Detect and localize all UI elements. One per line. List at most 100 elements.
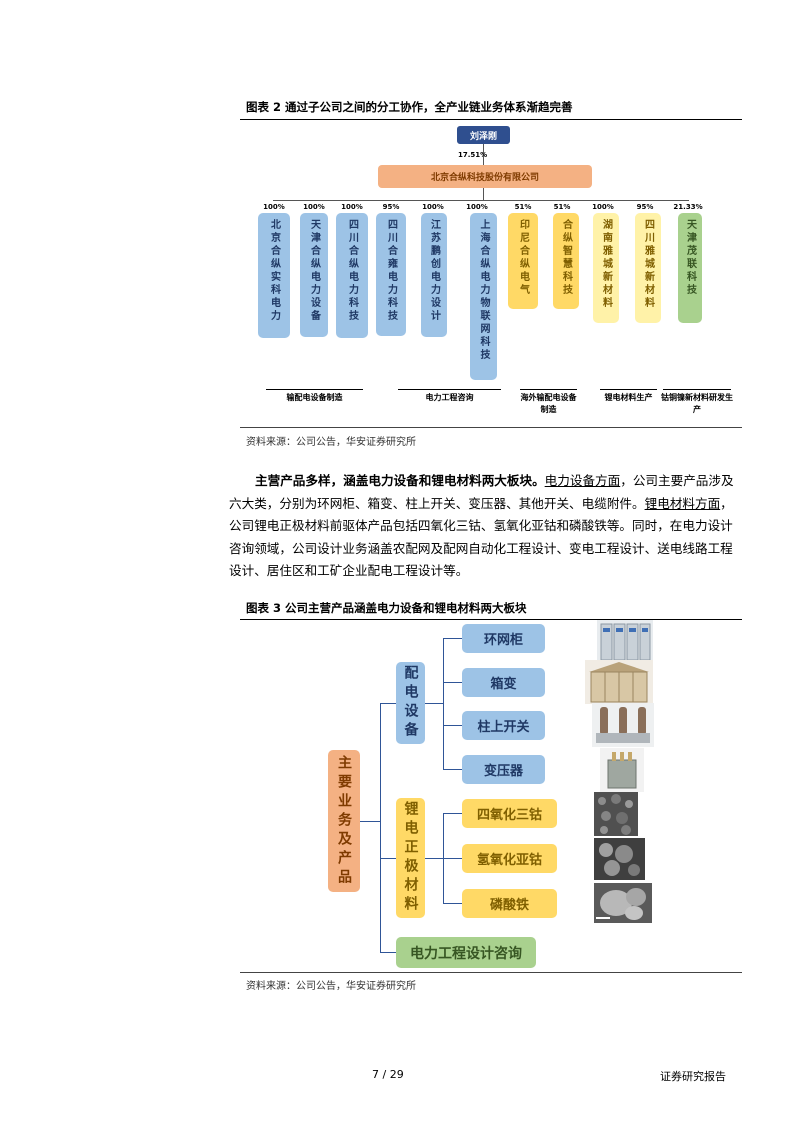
group-label: 锂电材料生产	[604, 393, 653, 402]
subsidiary-pct: 95%	[636, 203, 654, 211]
figure3-title: 图表 3 公司主营产品涵盖电力设备和锂电材料两大板块	[246, 601, 527, 615]
category-label: 锂电正极材料	[402, 801, 419, 915]
subsidiary-name: 四川雅城新材料	[642, 219, 654, 310]
product-item: 箱变	[462, 668, 545, 697]
product-item: 柱上开关	[462, 711, 545, 740]
figure3-bottom-rule	[240, 972, 742, 973]
footer-label: 证券研究报告	[660, 1070, 726, 1083]
connector	[425, 703, 443, 704]
subsidiary-name: 四川合纵电力科技	[346, 219, 358, 323]
subsidiary-name: 天津茂联科技	[684, 219, 696, 297]
connector	[425, 858, 443, 859]
subsidiary-col: 95% 四川合雍电力科技	[376, 203, 406, 336]
subsidiary-pct: 100%	[422, 203, 444, 211]
subsidiary-box: 四川雅城新材料	[635, 213, 661, 323]
pole-switch-image	[592, 703, 654, 747]
figure2-source: 资料来源：公司公告，华安证券研究所	[246, 437, 416, 448]
cobalt-hydroxide-image	[594, 838, 645, 880]
subsidiary-box: 印尼合纵电气	[508, 213, 538, 309]
body-paragraph: 主营产品多样，涵盖电力设备和锂电材料两大板块。电力设备方面，公司主要产品涉及六大…	[229, 470, 745, 583]
subsidiary-col: 100% 湖南雅城新材料	[585, 203, 621, 323]
connector-parent-bus	[483, 188, 484, 200]
iron-phosphate-image	[594, 883, 652, 923]
subsidiary-box: 北京合纵实科电力	[258, 213, 290, 338]
connector	[443, 813, 462, 814]
paragraph-text-2: ，公司锂电正极材料前驱体产品包括四氧化三钴、氢氧化亚钴和磷酸铁等。同时，在电力设…	[229, 495, 733, 579]
subsidiary-pct: 95%	[382, 203, 400, 211]
subsidiary-pct: 100%	[592, 203, 614, 211]
figure3-source: 资料来源：公司公告，华安证券研究所	[246, 981, 416, 992]
connector-person-parent	[483, 144, 484, 166]
connector	[443, 858, 462, 859]
cobalt-oxide-image	[594, 792, 638, 836]
product-item: 环网柜	[462, 624, 545, 653]
connector-bus	[273, 200, 689, 201]
group-label: 输配电设备制造	[286, 393, 343, 402]
connector	[380, 703, 396, 704]
group-line	[663, 389, 731, 390]
subsidiary-name: 天津合纵电力设备	[308, 219, 320, 323]
subsidiary-box: 四川合雍电力科技	[376, 213, 406, 336]
subsidiary-col: 100% 四川合纵电力科技	[336, 203, 368, 338]
group-label: 海外输配电设备制造	[520, 393, 577, 414]
group-line	[520, 389, 577, 390]
subsidiary-col: 51% 合纵智慧科技	[545, 203, 579, 309]
connector	[443, 682, 462, 683]
subsidiary-box: 天津茂联科技	[678, 213, 702, 323]
group-label: 电力工程咨询	[425, 393, 474, 402]
group-label: 钴铜镍新材料研发生产	[661, 393, 733, 414]
connector	[360, 821, 380, 822]
subsidiary-box: 天津合纵电力设备	[300, 213, 328, 337]
subsidiary-col: 100% 上海合纵电力物联网科技	[458, 203, 497, 380]
root-label: 主要业务及产品	[336, 754, 352, 888]
subsidiary-col: 100% 北京合纵实科电力	[258, 203, 290, 338]
subsidiary-box: 湖南雅城新材料	[593, 213, 619, 323]
product-item: 氢氧化亚钴	[462, 844, 557, 873]
subsidiary-box: 上海合纵电力物联网科技	[470, 213, 497, 380]
subsidiary-col: 100% 天津合纵电力设备	[300, 203, 328, 337]
figure2-bottom-rule	[240, 427, 742, 428]
product-item: 变压器	[462, 755, 545, 784]
subsidiary-pct: 21.33%	[673, 203, 703, 211]
paragraph-text-1: ，公司主要产品涉及六大类，分别为环网柜、箱变、柱上开关、变压器、其他开关、电缆附…	[229, 473, 734, 511]
subsidiary-box: 江苏鹏创电力设计	[421, 213, 447, 337]
subsidiary-pct: 100%	[466, 203, 488, 211]
category-engineering-consulting: 电力工程设计咨询	[396, 937, 536, 968]
subsidiary-name: 上海合纵电力物联网科技	[478, 219, 489, 362]
box-substation-image	[585, 660, 653, 704]
connector	[380, 952, 396, 953]
subsidiary-pct: 100%	[303, 203, 325, 211]
top-person-box: 刘泽刚	[457, 126, 510, 144]
transformer-image	[600, 748, 644, 792]
subsidiary-name: 湖南雅城新材料	[600, 219, 612, 310]
subsidiary-col: 51% 印尼合纵电气	[508, 203, 538, 309]
figure2-top-rule	[240, 119, 742, 120]
figure2-title: 图表 2 通过子公司之间的分工协作，全产业链业务体系渐趋完善	[246, 100, 573, 114]
subsidiary-pct: 100%	[341, 203, 363, 211]
category-label: 配电设备	[402, 665, 419, 741]
root-node: 主要业务及产品	[328, 750, 360, 892]
subsidiary-col: 21.33% 天津茂联科技	[669, 203, 707, 323]
subsidiary-pct: 51%	[553, 203, 571, 211]
connector	[380, 703, 381, 952]
connector	[443, 638, 462, 639]
connector	[443, 638, 444, 769]
figure3-top-rule	[240, 619, 742, 620]
group-line	[398, 389, 501, 390]
subsidiary-name: 四川合雍电力科技	[385, 219, 397, 323]
paragraph-underline-1: 电力设备方面	[544, 473, 621, 488]
subsidiary-name: 北京合纵实科电力	[268, 219, 280, 323]
group-line	[266, 389, 363, 390]
page-number: 7 / 29	[372, 1068, 404, 1081]
paragraph-lead: 主营产品多样，涵盖电力设备和锂电材料两大板块。	[255, 473, 545, 488]
subsidiary-box: 合纵智慧科技	[553, 213, 579, 309]
parent-company-box: 北京合纵科技股份有限公司	[378, 165, 592, 188]
connector	[443, 769, 462, 770]
subsidiary-col: 100% 江苏鹏创电力设计	[414, 203, 452, 337]
top-pct: 17.51%	[458, 151, 488, 159]
ring-main-unit-image	[597, 620, 653, 664]
group-line	[600, 389, 657, 390]
subsidiary-name: 江苏鹏创电力设计	[428, 219, 440, 323]
subsidiary-pct: 51%	[514, 203, 532, 211]
product-item: 四氧化三钴	[462, 799, 557, 828]
